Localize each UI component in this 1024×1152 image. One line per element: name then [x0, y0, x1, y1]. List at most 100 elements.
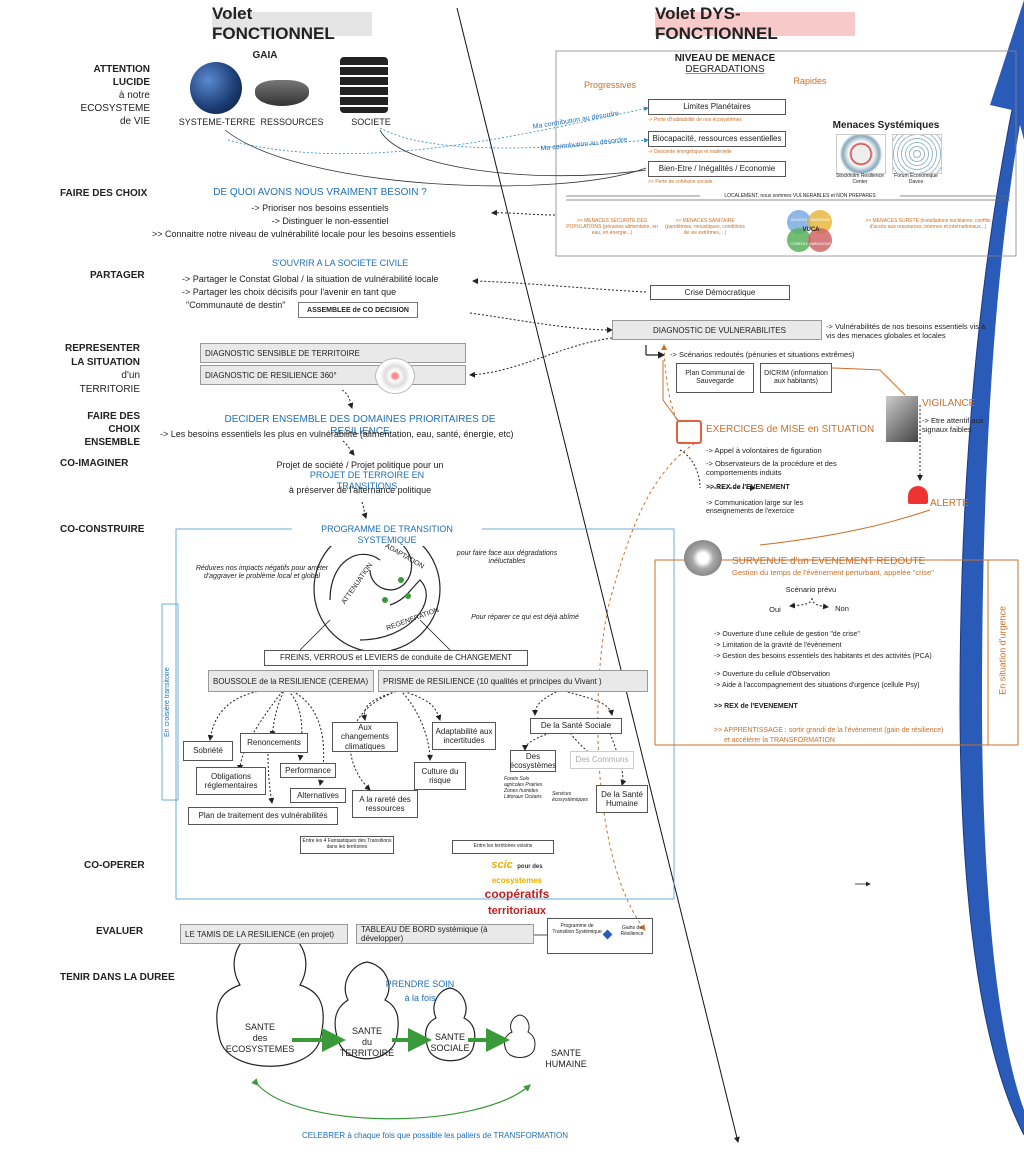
doll-4-l1: SANTE [550, 1048, 581, 1058]
prisme-box: PRISME de RESILIENCE (10 qualités et pri… [378, 670, 648, 692]
vigilance-title: VIGILANCE [922, 398, 976, 409]
imaginer-l1: Projet de société / Projet politique pou… [276, 460, 444, 470]
vuca-u-label: UNCERTAIN [809, 218, 831, 222]
dicrim-box: DICRIM (information aux habitants) [760, 363, 832, 393]
step-co-operer: CO-OPERER [84, 860, 145, 871]
vuca-label: VUCA [802, 227, 820, 233]
tableau-box: TABLEAU DE BORD systémique (à développer… [356, 924, 534, 944]
step-attention: ATTENTION LUCIDE à notre ECOSYSTEME de V… [80, 63, 150, 128]
crise-democratique-box: Crise Démocratique [650, 285, 790, 300]
vuca-c-circle [787, 228, 811, 252]
ecosystemes-box: Des écosystèmes [509, 750, 557, 772]
alerte-title: ALERTE [930, 498, 969, 509]
survenue-c5: -> Aide à l'accompagnement des situation… [714, 682, 920, 689]
step-attention-s3: de VIE [119, 116, 150, 127]
box-biocapacite: Biocapacité, ressources essentielles [648, 131, 786, 147]
doll-2-l2: du [361, 1036, 372, 1047]
gaia-societe: SOCIETE [351, 117, 391, 127]
doll-sociale: SANTE SOCIALE [420, 1032, 480, 1054]
soin-title: PRENDRE SOIN [385, 979, 455, 989]
step-representer-l3: d'un TERRITORIE [79, 370, 140, 395]
label-attenuation: ATTENUATION [340, 561, 375, 606]
step-attention-s1: à notre [118, 90, 150, 101]
scenario-prevu: Scénario prévu [785, 585, 837, 594]
gaia-systeme: SYSTEME-TERRE [178, 117, 256, 127]
apprentissage-l1: >> APPRENTISSAGE : sortir grandi de la l… [714, 727, 944, 734]
diag-vuln-box: DIAGNOSTIC DE VULNERABILITES [612, 320, 822, 340]
survenue-sub: Gestion du temps de l'évènement perturba… [732, 568, 934, 577]
label-regeneration: REGENERATION [385, 606, 441, 633]
scenario-oui: Oui [769, 605, 781, 614]
fantastiques-box: Entre les 4 Fantastiques des Transitions… [300, 836, 394, 854]
boussole-box: BOUSSOLE de la RESILIENCE (CEREMA) [208, 670, 374, 692]
culture-risque-box: Culture du risque [414, 762, 466, 790]
vuca-diagram: VOLATILE UNCERTAIN COMPLEX AMBIGUOUS VUC… [784, 208, 840, 254]
menace-securite: >> MENACES SECURITE DES POPULATIONS (pén… [566, 218, 658, 236]
box-limites-planetaires: Limites Planétaires [648, 99, 786, 115]
scic-word1: scic [491, 859, 513, 871]
scenarios-text: -> Scénarios redoutés (pénuries et situa… [670, 350, 855, 359]
soin-sub: à la fois [404, 993, 436, 1003]
partager-l2: -> Partager les choix décisifs pour l'av… [182, 287, 397, 297]
doll-1-l1: SANTE [244, 1022, 275, 1032]
step-co-imaginer: CO-IMAGINER [60, 458, 129, 469]
scic-logo: scic pour des ecosystemes coopératifs te… [474, 856, 560, 917]
step-faire-ensemble: FAIRE DES CHOIX ENSEMBLE [60, 410, 140, 449]
sobriete-box: Sobriété [183, 741, 233, 761]
contrib-1: Ma contribution au désordre [532, 110, 620, 131]
programme-faire-face: pour faire face aux dégradations inéluct… [456, 550, 558, 566]
scenario-non: Non [835, 604, 849, 613]
vigilance-image [886, 396, 918, 442]
step-co-construire: CO-CONSTRUIRE [60, 524, 145, 535]
eco-services: Services écosystémiques [552, 791, 588, 803]
calendar-icon [676, 420, 702, 444]
partager-l3: "Communauté de destin" [186, 300, 286, 310]
gaia-ressources: RESSOURCES [260, 117, 324, 127]
step-attention-s2: ECOSYSTEME [80, 103, 150, 114]
survenue-rex: >> REX de l'EVENEMENT [714, 703, 798, 710]
doll-2-l3: TERRITOIRE [339, 1047, 395, 1058]
doll-ecosystemes: SANTE des ECOSYSTEMES [220, 1022, 300, 1054]
davos-image [892, 134, 942, 174]
davos-caption: Forum Economique Davos [894, 173, 938, 185]
changements-box: Aux changements climatiques [332, 722, 398, 752]
stockholm-caption: Stockholm Resilience Center [836, 173, 884, 185]
doll-1-l3: ECOSYSTEMES [225, 1043, 295, 1054]
storm-icon [684, 540, 722, 576]
menace-title: NIVEAU DE MENACE [674, 53, 776, 64]
step-evaluer: EVALUER [96, 926, 144, 937]
step-tenir: TENIR DANS LA DUREE [60, 972, 175, 983]
communs-box: Des Communs [570, 751, 634, 769]
exercices-l2: -> Observateurs de la procédure et des c… [706, 459, 837, 477]
urgence-label: En situation d'urgence [997, 606, 1008, 695]
eco-list: Forets Sols agricoles Prairies Zones hum… [504, 776, 543, 800]
partager-title: S'OUVRIR A LA SOCIETE CIVILE [271, 258, 409, 268]
earth-image [190, 62, 242, 114]
programme-title: PROGRAMME DE TRANSITION SYSTEMIQUE [292, 524, 482, 546]
step-faire-ensemble-l2: ENSEMBLE [84, 437, 140, 448]
diag-sensible-box: DIAGNOSTIC SENSIBLE DE TERRITOIRE [200, 343, 466, 363]
rarete-box: A la rareté des ressources [352, 790, 418, 818]
vuca-c-label: COMPLEX [790, 242, 808, 246]
scic-word4: coopératifs [484, 887, 550, 902]
doll-2-l1: SANTE [351, 1026, 382, 1036]
vigilance-note: -> Etre attentif aux signaux faibles [922, 416, 984, 434]
stockholm-image [836, 134, 886, 174]
step-representer: REPRESENTER LA SITUATION d'un TERRITORIE [60, 342, 140, 396]
step-attention-l2: LUCIDE [112, 77, 150, 88]
imaginer-l2: PROJET DE TERROIRE EN TRANSITIONS [309, 470, 425, 491]
societe-image [340, 57, 388, 113]
survenue-c2: -> Limitation de la gravité de l'évèneme… [714, 642, 842, 649]
menaces-systemiques: Menaces Systémiques [832, 120, 940, 131]
programme-reduire: Réduires nos impacts négatifs pour arrêt… [195, 565, 329, 581]
adaptabilite-box: Adaptabilité aux incertitudes [432, 722, 496, 750]
doll-3-l2: SOCIALE [430, 1042, 470, 1053]
sante-sociale-box: De la Santé Sociale [530, 718, 622, 734]
programme-reparer: Pour réparer ce qui est déjà abîmé [471, 614, 579, 621]
choix-l1: -> Prioriser nos besoins essentiels [251, 203, 389, 213]
evaluer-programme-box: Programme de Transition Systémique Gains… [547, 918, 653, 954]
croisiere-label: En croisière transitoire [163, 667, 171, 738]
biocap-note: -> Descente énergétique et matérielle [648, 149, 732, 155]
choix-l2: -> Distinguer le non-essentiel [271, 216, 389, 226]
menace-rapides: Rapides [793, 76, 827, 86]
